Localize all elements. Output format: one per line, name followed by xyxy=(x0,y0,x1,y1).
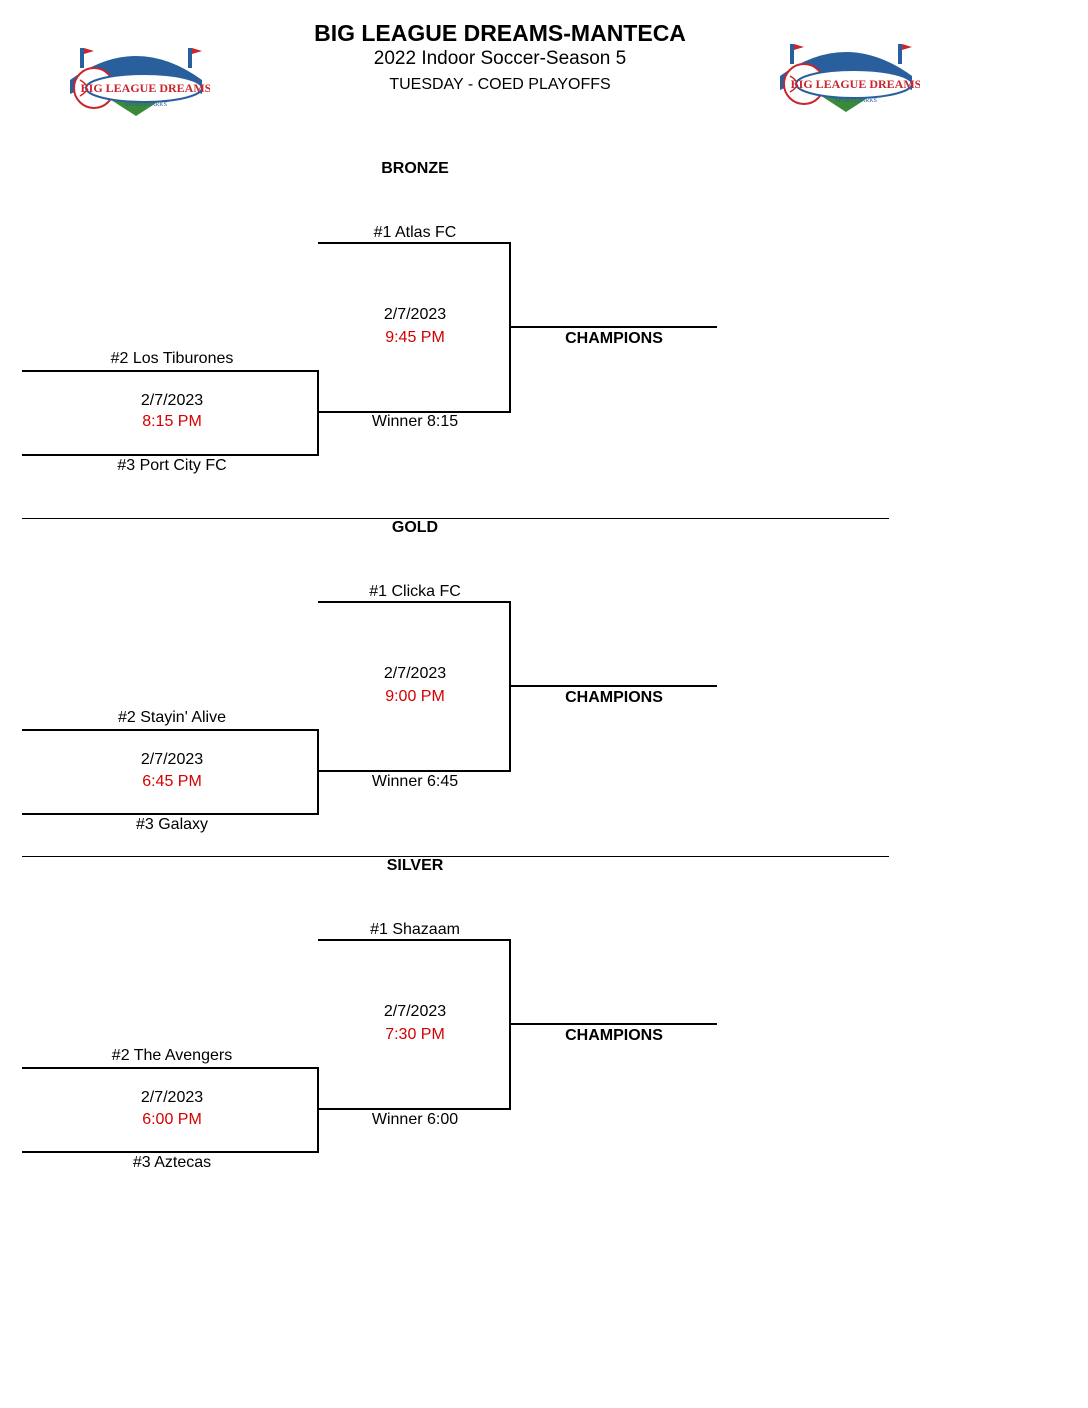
seed2-gold: #2 Stayin' Alive xyxy=(117,709,227,726)
page-title: BIG LEAGUE DREAMS-MANTECA xyxy=(314,20,686,46)
bracket-line xyxy=(22,1067,319,1069)
bracket-line xyxy=(318,411,511,413)
section-divider xyxy=(22,856,889,857)
top-seed-bronze: #1 Atlas FC xyxy=(373,224,457,241)
bracket-line xyxy=(317,729,319,815)
seed2-silver: #2 The Avengers xyxy=(111,1047,233,1064)
champions-line xyxy=(510,1023,717,1025)
semi-time-bronze: 8:15 PM xyxy=(142,413,202,430)
page-subtitle: 2022 Indoor Soccer-Season 5 xyxy=(373,48,627,69)
logo-left: BIG LEAGUE DREAMS SPORTS PARKS xyxy=(70,48,210,116)
seed3-bronze: #3 Port City FC xyxy=(117,457,227,474)
semi-date-gold: 2/7/2023 xyxy=(140,751,204,768)
top-seed-gold: #1 Clicka FC xyxy=(369,583,461,600)
bracket-line xyxy=(22,813,319,815)
division-label-silver: SILVER xyxy=(386,857,444,874)
logo-subtext: SPORTS PARKS xyxy=(125,102,167,108)
semi-time-gold: 6:45 PM xyxy=(142,773,202,790)
bracket-line xyxy=(318,939,510,941)
semi-date-silver: 2/7/2023 xyxy=(140,1089,204,1106)
seed3-gold: #3 Galaxy xyxy=(135,816,209,833)
final-date-silver: 2/7/2023 xyxy=(383,1003,447,1020)
champions-line xyxy=(510,326,717,328)
stadium-logo-icon xyxy=(70,48,203,116)
logo-text: BIG LEAGUE DREAMS xyxy=(791,77,920,91)
winner-label-gold: Winner 6:45 xyxy=(371,773,459,790)
bracket-line xyxy=(22,729,319,731)
section-divider xyxy=(22,518,889,519)
champions-line xyxy=(510,685,717,687)
stadium-logo-icon xyxy=(780,44,913,112)
final-time-silver: 7:30 PM xyxy=(385,1026,445,1043)
semi-date-bronze: 2/7/2023 xyxy=(140,392,204,409)
seed2-bronze: #2 Los Tiburones xyxy=(110,350,234,367)
logo-subtext: SPORTS PARKS xyxy=(835,98,877,104)
bracket-line xyxy=(318,242,510,244)
final-date-gold: 2/7/2023 xyxy=(383,665,447,682)
winner-label-bronze: Winner 8:15 xyxy=(371,413,459,430)
champions-label-silver: CHAMPIONS xyxy=(565,1027,663,1044)
logo-right: BIG LEAGUE DREAMS SPORTS PARKS xyxy=(780,44,920,112)
bracket-line xyxy=(22,454,319,456)
final-time-bronze: 9:45 PM xyxy=(385,329,445,346)
winner-label-silver: Winner 6:00 xyxy=(371,1111,459,1128)
bracket-line xyxy=(317,1067,319,1153)
champions-label-gold: CHAMPIONS xyxy=(565,689,663,706)
bracket-line xyxy=(318,770,511,772)
final-time-gold: 9:00 PM xyxy=(385,688,445,705)
bracket-line xyxy=(318,1108,511,1110)
division-label-gold: GOLD xyxy=(391,519,439,536)
top-seed-silver: #1 Shazaam xyxy=(370,921,460,938)
semi-time-silver: 6:00 PM xyxy=(142,1111,202,1128)
champions-label-bronze: CHAMPIONS xyxy=(565,330,663,347)
seed3-silver: #3 Aztecas xyxy=(132,1154,212,1171)
night-label: TUESDAY - COED PLAYOFFS xyxy=(389,76,611,93)
bracket-line xyxy=(22,370,319,372)
logo-text: BIG LEAGUE DREAMS xyxy=(81,81,210,95)
final-date-bronze: 2/7/2023 xyxy=(383,306,447,323)
bracket-line xyxy=(317,370,319,456)
division-label-bronze: BRONZE xyxy=(381,160,449,177)
bracket-line xyxy=(22,1151,319,1153)
bracket-line xyxy=(318,601,510,603)
